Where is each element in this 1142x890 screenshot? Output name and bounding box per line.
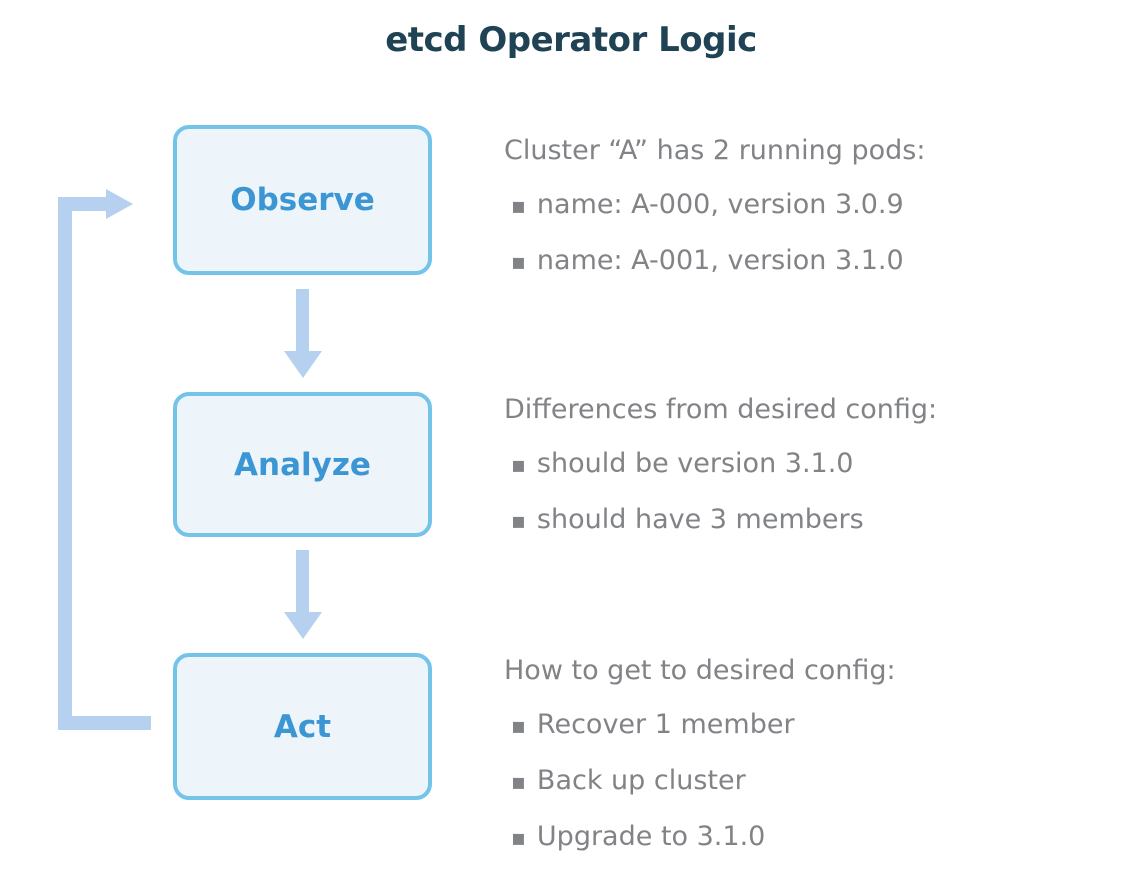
act-note-bullet: Upgrade to 3.1.0 xyxy=(536,821,766,852)
act-note-bullet: Recover 1 member xyxy=(536,709,795,740)
list-item: ▪ should have 3 members xyxy=(504,493,1124,549)
list-item: ▪ Back up cluster xyxy=(504,754,1124,810)
bullet-icon: ▪ xyxy=(511,770,526,795)
bullet-icon: ▪ xyxy=(511,250,526,275)
bullet-icon: ▪ xyxy=(511,509,526,534)
act-step-box: Act xyxy=(173,653,432,800)
list-item: ▪ should be version 3.1.0 xyxy=(504,437,1124,493)
act-note-bullet: Back up cluster xyxy=(536,765,746,796)
analyze-step-label: Analyze xyxy=(234,446,371,483)
analyze-note-bullet: should be version 3.1.0 xyxy=(536,448,854,479)
diagram-title: etcd Operator Logic xyxy=(385,20,757,60)
down-arrow-shaft xyxy=(296,289,309,351)
analyze-note-heading: Differences from desired config: xyxy=(504,394,938,425)
observe-step-label: Observe xyxy=(230,182,375,218)
down-arrow-head xyxy=(284,351,322,378)
observe-step-box: Observe xyxy=(173,125,432,275)
analyze-step-box: Analyze xyxy=(173,392,432,537)
list-item: ▪ Upgrade to 3.1.0 xyxy=(504,810,1124,866)
analyze-note-bullet: should have 3 members xyxy=(536,504,864,535)
observe-note-heading: Cluster “A” has 2 running pods: xyxy=(504,135,926,166)
analyze-note: Differences from desired config: ▪ shoul… xyxy=(504,383,1124,549)
down-arrow-head xyxy=(284,612,322,639)
list-item: ▪ name: A-001, version 3.1.0 xyxy=(504,234,1124,290)
loop-arrow-bottom-segment xyxy=(58,716,151,730)
bullet-icon: ▪ xyxy=(511,714,526,739)
down-arrow-icon xyxy=(284,550,322,639)
bullet-icon: ▪ xyxy=(511,453,526,478)
down-arrow-icon xyxy=(284,289,322,378)
down-arrow-shaft xyxy=(296,550,309,612)
bullet-icon: ▪ xyxy=(511,826,526,851)
loop-arrow-top-segment xyxy=(58,197,107,211)
bullet-icon: ▪ xyxy=(511,194,526,219)
observe-note: Cluster “A” has 2 running pods: ▪ name: … xyxy=(504,124,1124,290)
observe-note-bullet: name: A-000, version 3.0.9 xyxy=(536,189,904,220)
list-item: ▪ name: A-000, version 3.0.9 xyxy=(504,178,1124,234)
loop-arrow-vertical-segment xyxy=(58,197,72,730)
list-item: ▪ Recover 1 member xyxy=(504,698,1124,754)
act-step-label: Act xyxy=(273,708,332,745)
act-note: How to get to desired config: ▪ Recover … xyxy=(504,644,1124,866)
observe-note-bullet: name: A-001, version 3.1.0 xyxy=(536,245,904,276)
act-note-heading: How to get to desired config: xyxy=(504,655,896,686)
loop-arrow-icon xyxy=(106,189,133,219)
